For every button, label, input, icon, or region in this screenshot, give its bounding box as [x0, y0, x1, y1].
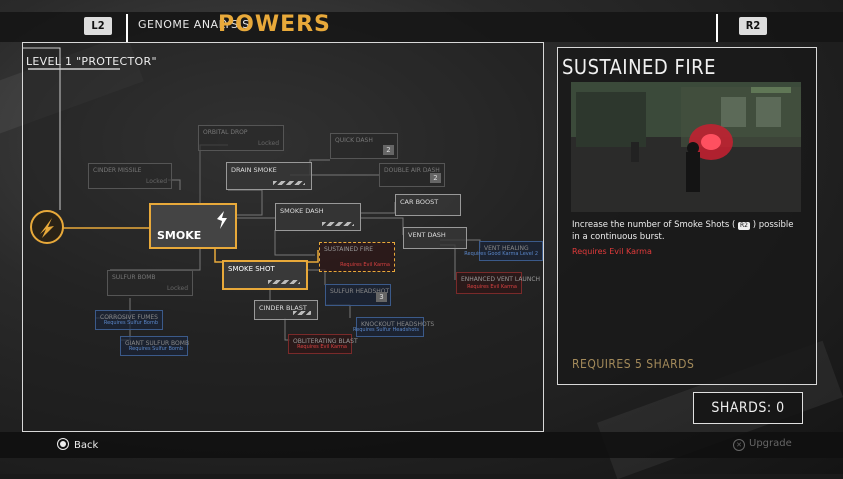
node-name: SMOKE DASH [280, 207, 324, 215]
node-name: SULFUR BOMB [112, 274, 156, 281]
shards-label: SHARDS: 0 [711, 400, 785, 416]
node-cinder-missile[interactable]: CINDER MISSILE Locked [88, 163, 172, 189]
node-status: Requires Sulfur Bomb [128, 346, 183, 352]
node-name: SUSTAINED FIRE [324, 246, 374, 253]
back-button[interactable]: Back [57, 438, 98, 451]
node-status: Requires Evil Karma [340, 262, 390, 268]
bottom-bar [0, 432, 843, 458]
tab-separator [126, 14, 128, 42]
node-sulfur-headshot[interactable]: SULFUR HEADSHOT 3 [325, 284, 391, 306]
power-cost: REQUIRES 5 SHARDS [572, 357, 695, 371]
node-smoke-shot[interactable]: SMOKE SHOT [222, 260, 308, 290]
node-status: Requires Evil Karma [467, 284, 517, 290]
shards-counter: SHARDS: 0 [693, 392, 803, 424]
tab-powers[interactable]: POWERS [218, 12, 331, 37]
node-status: Locked [258, 140, 279, 147]
node-car-boost[interactable]: CAR BOOST [395, 194, 461, 216]
description-text: ) possible in a continuous burst. [572, 220, 794, 242]
back-label: Back [74, 440, 99, 451]
node-name: CORROSIVE FUMES [100, 314, 158, 321]
description-text: Increase the number of Smoke Shots ( [572, 220, 736, 230]
power-title: SUSTAINED FIRE [562, 55, 716, 79]
node-badge: 3 [376, 292, 387, 302]
tab-separator [716, 14, 718, 42]
node-corrosive-fumes[interactable]: CORROSIVE FUMES Requires Sulfur Bomb [95, 310, 163, 330]
upgrade-button[interactable]: ✕ Upgrade [733, 438, 792, 451]
node-status: Locked [146, 178, 167, 185]
node-name: ORBITAL DROP [203, 129, 248, 136]
node-name: SMOKE SHOT [228, 265, 275, 273]
progress-bars [273, 181, 305, 185]
node-status: Requires Sulfur Bomb [103, 320, 158, 326]
node-status: Requires Good Karma Level 2 [464, 251, 538, 257]
fire-power-icon[interactable] [30, 210, 64, 244]
node-double-air-dash[interactable]: DOUBLE AIR DASH 2 [379, 163, 445, 187]
node-enhanced-vent-launch[interactable]: ENHANCED VENT LAUNCH Requires Evil Karma [456, 272, 540, 294]
node-status: Locked [167, 285, 188, 292]
l2-button[interactable]: L2 [84, 17, 112, 35]
node-name: SMOKE [157, 229, 202, 242]
r2-button[interactable]: R2 [739, 17, 767, 35]
node-name: VENT DASH [408, 231, 446, 239]
node-vent-dash[interactable]: VENT DASH [403, 227, 467, 249]
tab-genome-analysis[interactable]: GENOME ANALYSIS [138, 18, 250, 31]
top-bar [0, 12, 843, 42]
node-badge: 2 [430, 173, 441, 183]
node-drain-smoke[interactable]: DRAIN SMOKE [226, 162, 312, 190]
node-name: CINDER BLAST [259, 304, 307, 312]
node-name: CAR BOOST [400, 198, 439, 206]
node-badge: 2 [383, 145, 394, 155]
level-label: LEVEL 1 "PROTECTOR" [26, 55, 157, 68]
node-sustained-fire[interactable]: SUSTAINED FIRE Requires Evil Karma [319, 242, 395, 272]
node-status: Requires Evil Karma [297, 344, 347, 350]
node-name: KNOCKOUT HEADSHOTS [361, 321, 435, 328]
progress-bars [268, 280, 300, 284]
r2-button-icon: R2 [738, 222, 750, 230]
node-status: Requires Sulfur Headshots [352, 327, 419, 333]
node-quick-dash[interactable]: QUICK DASH 2 [330, 133, 398, 159]
power-preview-image [571, 82, 801, 212]
node-knockout-headshots[interactable]: KNOCKOUT HEADSHOTS Requires Sulfur Heads… [352, 317, 434, 337]
node-name: DRAIN SMOKE [231, 166, 277, 174]
cross-button-icon: ✕ [733, 439, 745, 451]
node-orbital-drop[interactable]: ORBITAL DROP Locked [198, 125, 284, 151]
node-obliterating-blast[interactable]: OBLITERATING BLAST Requires Evil Karma [288, 334, 358, 354]
node-name: GIANT SULFUR BOMB [125, 340, 190, 347]
node-giant-sulfur-bomb[interactable]: GIANT SULFUR BOMB Requires Sulfur Bomb [120, 336, 190, 356]
power-requirement: Requires Evil Karma [572, 247, 652, 256]
node-smoke[interactable]: SMOKE [149, 203, 237, 249]
node-smoke-dash[interactable]: SMOKE DASH [275, 203, 361, 231]
node-name: ENHANCED VENT LAUNCH [461, 276, 541, 283]
upgrade-label: Upgrade [749, 438, 792, 449]
node-name: QUICK DASH [335, 137, 373, 144]
node-name: SULFUR HEADSHOT [330, 288, 390, 295]
node-sulfur-bomb[interactable]: SULFUR BOMB Locked [107, 270, 193, 296]
progress-bars [293, 311, 311, 315]
circle-button-icon [57, 438, 69, 450]
node-name: DOUBLE AIR DASH [384, 167, 440, 174]
smoke-power-icon [217, 211, 227, 229]
node-name: OBLITERATING BLAST [293, 338, 358, 345]
node-name: CINDER MISSILE [93, 167, 142, 174]
node-name: VENT HEALING [484, 245, 529, 252]
progress-bars [322, 222, 354, 226]
power-description: Increase the number of Smoke Shots ( R2 … [572, 219, 797, 243]
node-cinder-blast[interactable]: CINDER BLAST [254, 300, 318, 320]
node-vent-healing[interactable]: VENT HEALING Requires Good Karma Level 2 [464, 241, 543, 261]
